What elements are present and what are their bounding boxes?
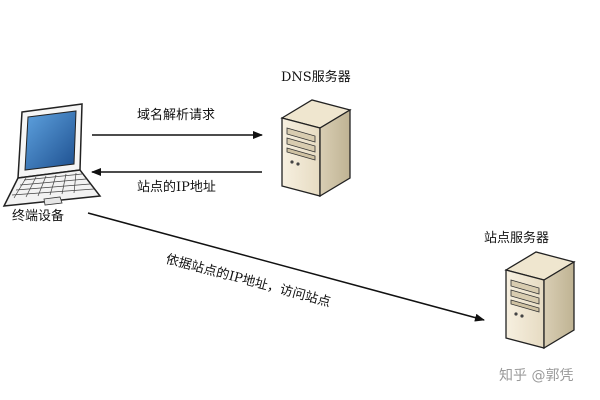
dns-server-icon bbox=[280, 99, 352, 198]
dns-server-label: DNS服务器 bbox=[281, 70, 351, 85]
terminal-label: 终端设备 bbox=[12, 209, 65, 224]
ip-reply-label: 站点的IP地址 bbox=[137, 180, 216, 195]
laptop-icon bbox=[2, 103, 102, 207]
watermark-text: 知乎 @郭凭 bbox=[499, 368, 574, 384]
dns-request-label: 域名解析请求 bbox=[137, 108, 216, 123]
site-server-label: 站点服务器 bbox=[484, 231, 550, 246]
site-server-icon bbox=[504, 251, 576, 350]
site-access-arrow bbox=[87, 212, 485, 322]
